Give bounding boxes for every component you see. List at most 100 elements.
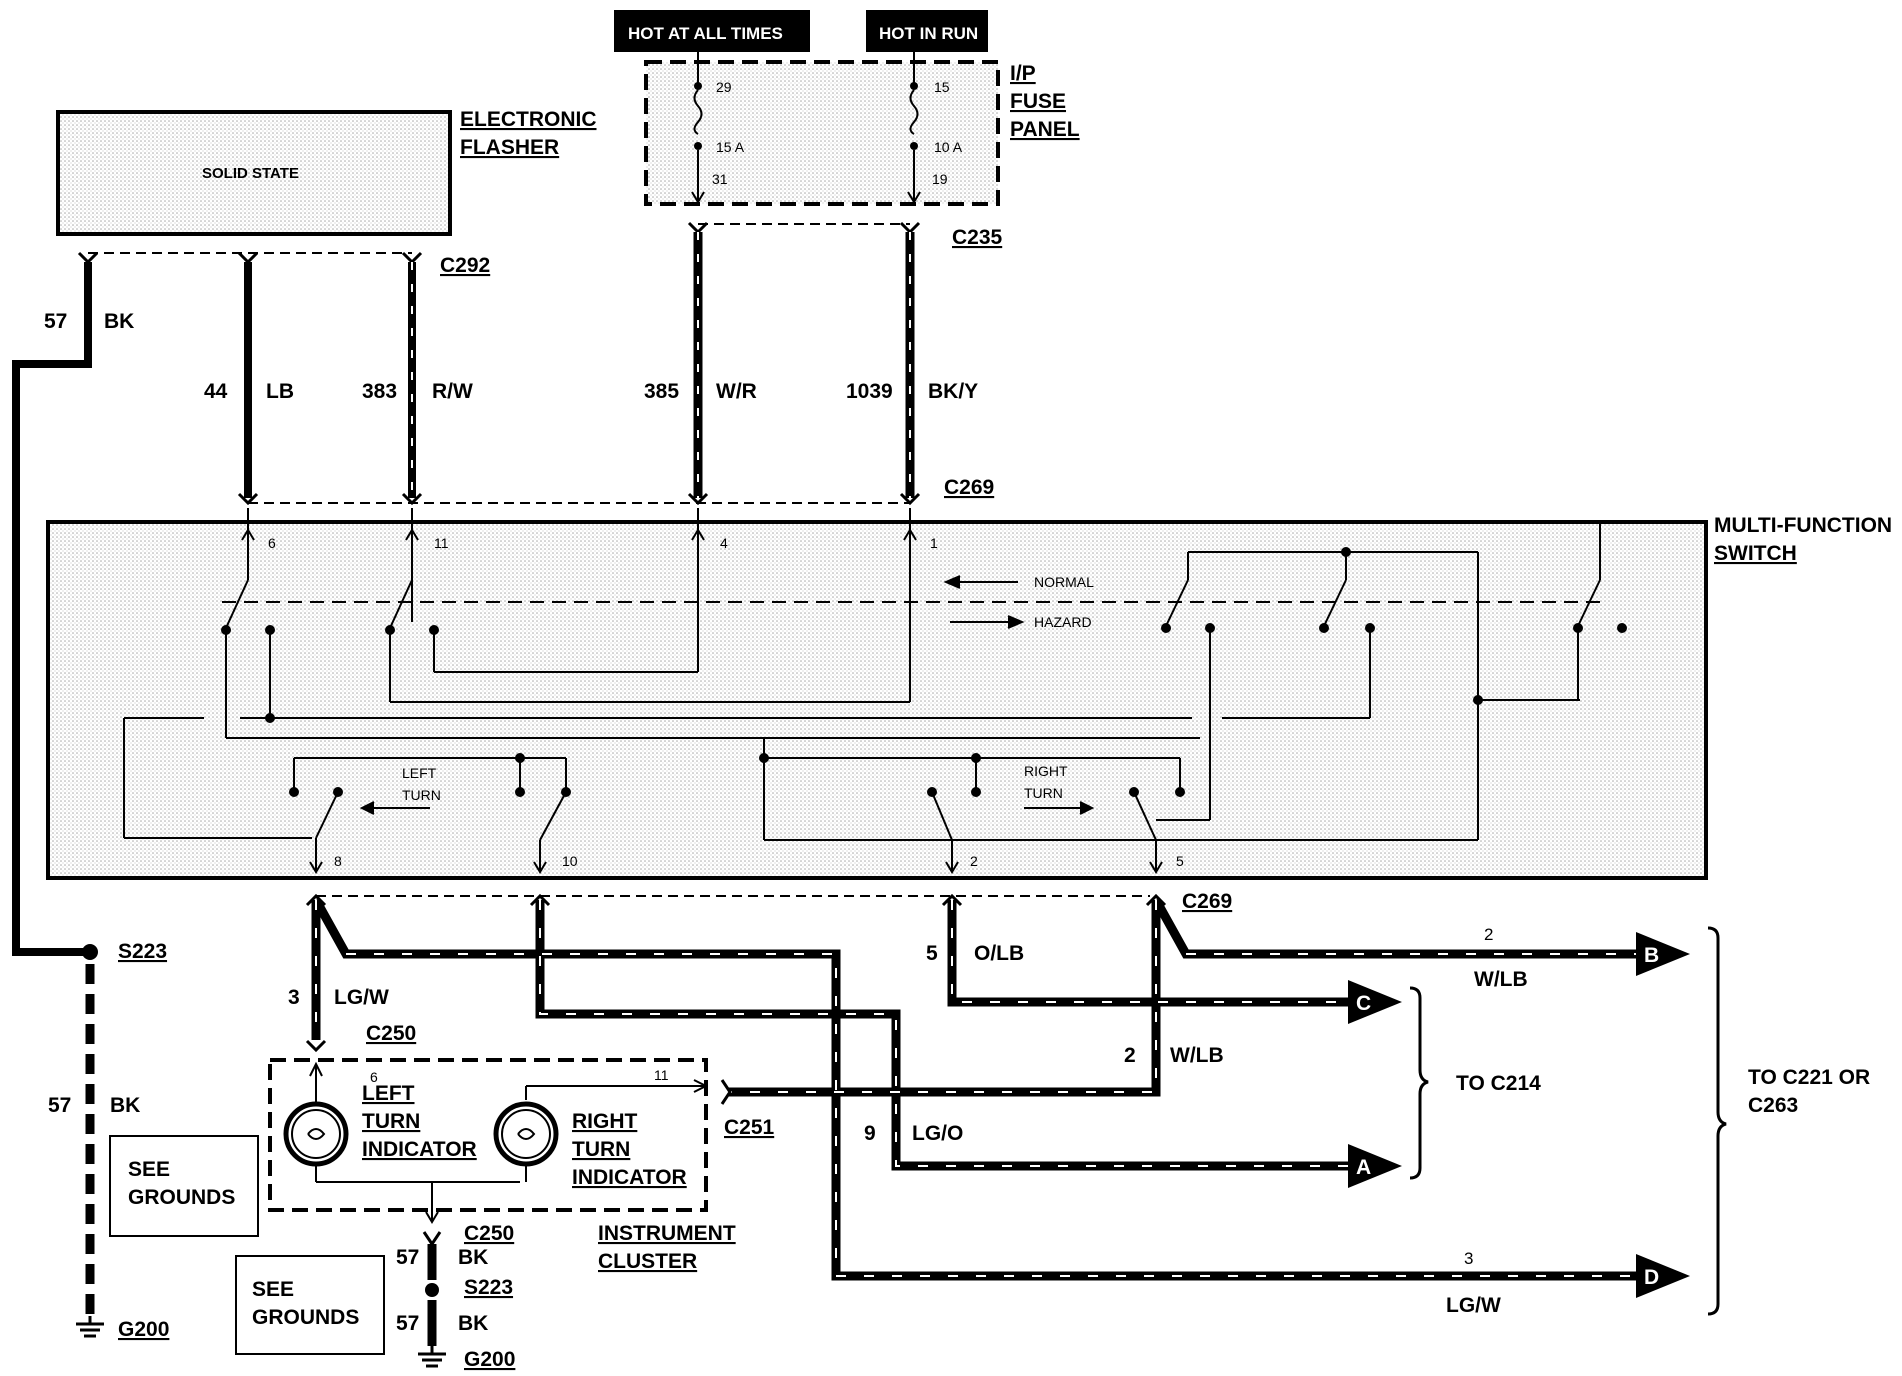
wire-9-color: LG/O [912,1122,963,1145]
left-turn-label-1: LEFT [402,765,437,781]
flasher-label-1: ELECTRONIC [460,108,597,131]
wire-383-circuit: 383 [362,380,397,403]
brace-c214 [1409,986,1429,1180]
mfs-pin-1: 1 [930,535,938,551]
cluster-pin-11: 11 [654,1067,669,1083]
wire-44-circuit: 44 [204,380,228,403]
left-indicator-label-1: LEFT [362,1082,415,1105]
wire-57b-color: BK [110,1094,140,1117]
right-turn-indicator-lamp [493,1101,559,1167]
arrow-c: C [1348,980,1402,1024]
to-c214-label: TO C214 [1456,1072,1541,1095]
svg-text:HOT IN RUN: HOT IN RUN [879,24,978,43]
mfs-pin-6: 6 [268,535,276,551]
fuse-a-rating: 15 A [716,139,745,155]
svg-text:GROUNDS: GROUNDS [128,1186,235,1209]
left-indicator-label-2: TURN [362,1110,420,1133]
left-turn-label-2: TURN [402,787,441,803]
wire-57-circuit: 57 [44,310,67,333]
wire-3-color: LG/W [334,986,389,1009]
right-turn-label-2: TURN [1024,785,1063,801]
svg-text:SEE: SEE [252,1278,294,1301]
svg-text:GROUNDS: GROUNDS [252,1306,359,1329]
right-indicator-label-2: TURN [572,1138,630,1161]
flasher-label-2: FLASHER [460,136,559,159]
normal-label: NORMAL [1034,574,1094,590]
c269-bottom-pins [305,893,1167,907]
c235-label: C235 [952,226,1003,249]
svg-text:C: C [1356,992,1371,1015]
mfs-pin-2: 2 [970,853,978,869]
arrow-d: D [1636,1254,1690,1298]
arrow-b: B [1636,932,1690,976]
to-c221-label-2: C263 [1748,1094,1798,1117]
wire-385-circuit: 385 [644,380,679,403]
g200-b-label: G200 [464,1348,515,1371]
ground-run-center [418,1231,446,1368]
to-d-color: LG/W [1446,1294,1501,1317]
svg-text:A: A [1356,1156,1371,1179]
wire-9-circuit: 9 [864,1122,876,1145]
see-grounds-box-b: SEE GROUNDS [235,1255,385,1355]
wire-44-color: LB [266,380,294,403]
left-turn-indicator-lamp [283,1101,349,1167]
s223-a-label: S223 [118,940,167,963]
svg-text:HOT AT ALL TIMES: HOT AT ALL TIMES [628,24,783,43]
to-b-color: W/LB [1474,968,1528,991]
mfs-pin-11: 11 [434,535,449,551]
c250-bottom-label: C250 [464,1222,514,1245]
right-indicator-label-1: RIGHT [572,1110,638,1133]
arrow-a: A [1348,1144,1402,1188]
wire-57d-color: BK [458,1312,488,1335]
svg-text:B: B [1644,944,1659,967]
wire-57b-circuit: 57 [48,1094,71,1117]
mfs-pin-10: 10 [562,853,578,869]
to-c221-label-1: TO C221 OR [1748,1066,1870,1089]
wire-57d-circuit: 57 [396,1312,419,1335]
wire-1039-color: BK/Y [928,380,978,403]
mfs-pin-5: 5 [1176,853,1184,869]
mfs-pin-4: 4 [720,535,728,551]
fuse-panel-label-1: I/P [1010,62,1036,85]
mfs-label-1: MULTI-FUNCTION [1714,514,1892,537]
flasher-inner-label: SOLID STATE [202,165,299,182]
to-b-circuit: 2 [1484,925,1493,944]
fuse-b-out-pin: 19 [932,171,948,187]
wire-3-circuit: 3 [288,986,300,1009]
c292-label: C292 [440,254,490,277]
fuse-b-rating: 10 A [934,139,963,155]
c269-top-label: C269 [944,476,994,499]
mfs-label-2: SWITCH [1714,542,1797,565]
wire-1039-circuit: 1039 [846,380,893,403]
wire-5-color: O/LB [974,942,1024,965]
s223-b-label: S223 [464,1276,513,1299]
wire-57c-color: BK [458,1246,488,1269]
g200-a-label: G200 [118,1318,169,1341]
wire-383-color: R/W [432,380,473,403]
left-indicator-label-3: INDICATOR [362,1138,477,1161]
svg-text:SEE: SEE [128,1158,170,1181]
right-turn-label-1: RIGHT [1024,763,1068,779]
see-grounds-box-a: SEE GROUNDS [109,1135,259,1237]
right-indicator-label-3: INDICATOR [572,1166,687,1189]
svg-text:D: D [1644,1266,1659,1289]
fuse-a-in-pin: 29 [716,79,732,95]
c269-top-pins [237,492,921,506]
wire-385-color: W/R [716,380,757,403]
mfs-pin-8: 8 [334,853,342,869]
multi-function-switch: 6 11 4 1 NORMAL HAZARD LEFT TURN RIGHT T… [46,508,1708,880]
instrument-cluster: 6 11 LEFT TURN INDICATOR RIGHT TURN INDI… [268,1058,709,1224]
wire-5-circuit: 5 [926,942,938,965]
brace-c221 [1707,926,1727,1316]
fuse-panel-label-3: PANEL [1010,118,1080,141]
wire-2-color: W/LB [1170,1044,1224,1067]
electronic-flasher: SOLID STATE [56,110,452,236]
cluster-label-1: INSTRUMENT [598,1222,736,1245]
hot-in-run-header: HOT IN RUN [866,10,988,52]
c269-bottom-label: C269 [1182,890,1232,913]
cluster-label-2: CLUSTER [598,1250,697,1273]
fuse-b-in-pin: 15 [934,79,950,95]
cluster-pin-6: 6 [370,1069,378,1085]
c292-pins [77,251,423,264]
